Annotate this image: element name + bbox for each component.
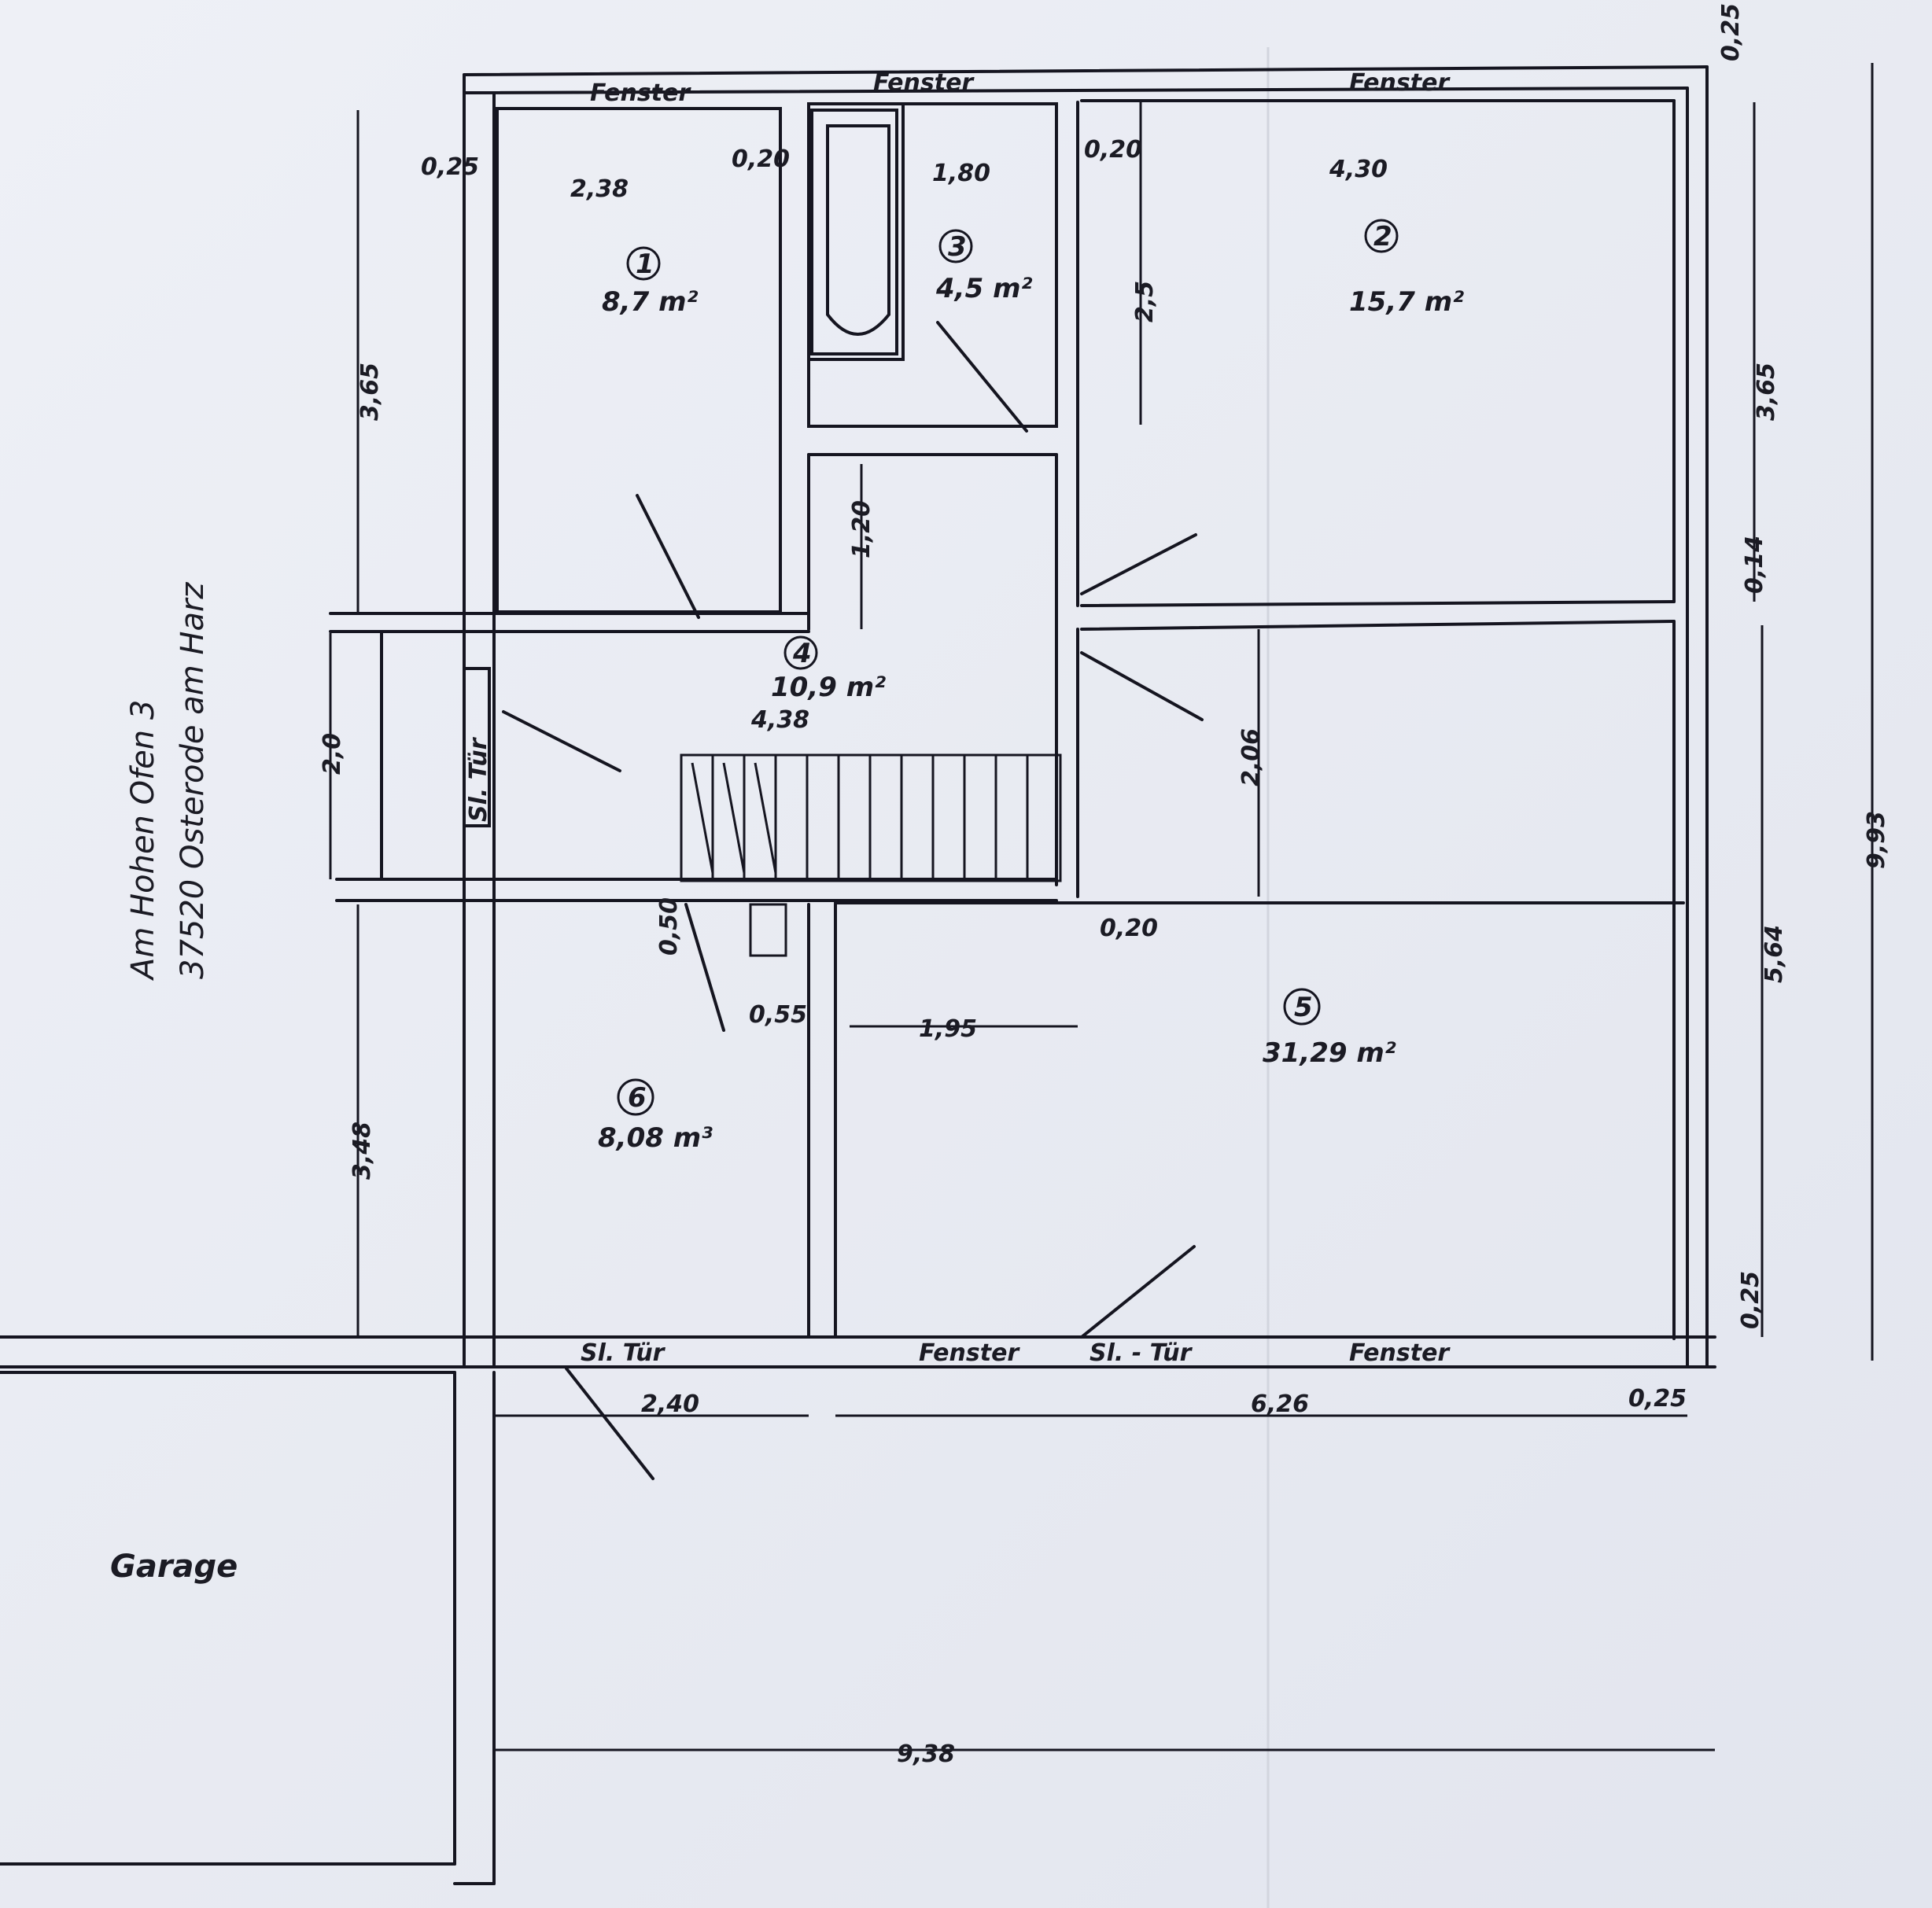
dimension-label: 3,65 — [356, 363, 384, 421]
dimension-label: 9,38 — [897, 1740, 955, 1768]
room-number: 6 — [628, 1082, 647, 1114]
room-1: 1 8,7 m² — [602, 246, 698, 318]
room-width-label: 4,38 — [750, 706, 809, 734]
garage-label: Garage — [110, 1549, 238, 1585]
dimension-lines — [329, 63, 1874, 1751]
room-number-circle — [938, 229, 973, 263]
room-area: 15,7 m² — [1349, 286, 1464, 318]
dimension-label: 9,93 — [1863, 811, 1890, 869]
dimension-label: 2,38 — [570, 175, 629, 203]
dimension-label: 2,0 — [319, 733, 346, 775]
room-area: 8,08 m³ — [598, 1122, 713, 1154]
room-area: 31,29 m² — [1263, 1037, 1396, 1069]
sliding-door-label: Sl. - Tür — [1090, 1339, 1193, 1367]
room-4: 4 10,9 m² 4,38 — [750, 635, 886, 734]
window-label: Fenster — [1349, 69, 1451, 97]
room-number-circle — [783, 635, 818, 670]
room-number-circle — [1364, 219, 1399, 253]
room-area: 4,5 m² — [935, 273, 1032, 304]
room-area: 8,7 m² — [602, 286, 698, 318]
window-label: Fenster — [873, 69, 975, 97]
dimension-label: 2,06 — [1237, 728, 1265, 786]
room-5: 5 31,29 m² — [1263, 988, 1396, 1069]
sliding-door-label: Sl. Tür — [465, 736, 492, 822]
sliding-door-label: Sl. Tür — [581, 1339, 666, 1367]
room-6: 6 8,08 m³ — [598, 1078, 713, 1154]
room-number: 4 — [792, 638, 812, 669]
room-number-circle — [1283, 988, 1321, 1026]
bathtub — [810, 109, 898, 355]
dimension-label: 0,20 — [732, 145, 790, 173]
staircase — [680, 753, 1062, 957]
dimension-label: 0,20 — [1100, 915, 1158, 942]
dimension-label: 2,5 — [1131, 281, 1159, 322]
room-number: 1 — [636, 249, 654, 280]
window-labels: Fenster Fenster Fenster Fenster Fenster — [590, 69, 1451, 1367]
window-label: Fenster — [1349, 1339, 1451, 1367]
dimension-label: 4,30 — [1329, 156, 1388, 183]
dimension-label: 0,55 — [749, 1001, 807, 1029]
address-line-1: Am Hohen Ofen 3 — [125, 700, 161, 982]
room-number-circle — [626, 246, 661, 281]
window-label: Fenster — [590, 79, 691, 107]
dimension-label: 0,20 — [1084, 136, 1142, 164]
address-block: Am Hohen Ofen 3 37520 Osterode am Harz — [125, 582, 211, 982]
dimension-label: 0,25 — [1717, 3, 1745, 61]
dimension-label: 3,48 — [348, 1122, 376, 1180]
address-line-2: 37520 Osterode am Harz — [175, 582, 211, 979]
window-label: Fenster — [919, 1339, 1020, 1367]
sliding-door-labels: Sl. Tür Sl. Tür Sl. - Tür — [465, 736, 1193, 1367]
room-number: 5 — [1294, 992, 1313, 1023]
dimension-label: 3,65 — [1753, 363, 1780, 421]
dimension-label: 5,64 — [1761, 925, 1788, 983]
dimension-label: 0,25 — [1628, 1385, 1687, 1413]
room-number: 3 — [948, 231, 967, 263]
walls — [0, 65, 1716, 1885]
dimension-label: 6,26 — [1251, 1390, 1309, 1418]
room-number: 2 — [1373, 221, 1392, 252]
dimension-label: 1,80 — [932, 160, 990, 187]
room-number-circle — [617, 1078, 654, 1116]
dimension-label: 0,25 — [421, 153, 479, 181]
room-area: 10,9 m² — [771, 672, 886, 703]
dimension-labels: 0,25 2,38 0,20 1,80 0,20 4,30 0,25 3,65 … — [319, 3, 1890, 1768]
dimension-label: 2,40 — [641, 1390, 699, 1418]
dimension-label: 0,50 — [655, 897, 683, 956]
dimension-label: 0,14 — [1741, 536, 1768, 594]
room-3: 3 4,5 m² — [935, 229, 1032, 304]
dimension-label: 1,20 — [848, 500, 876, 558]
room-2: 2 15,7 m² — [1349, 219, 1464, 318]
dimension-label: 1,95 — [919, 1015, 977, 1043]
dimension-label: 0,25 — [1737, 1271, 1764, 1329]
door-swings — [502, 321, 1204, 1480]
